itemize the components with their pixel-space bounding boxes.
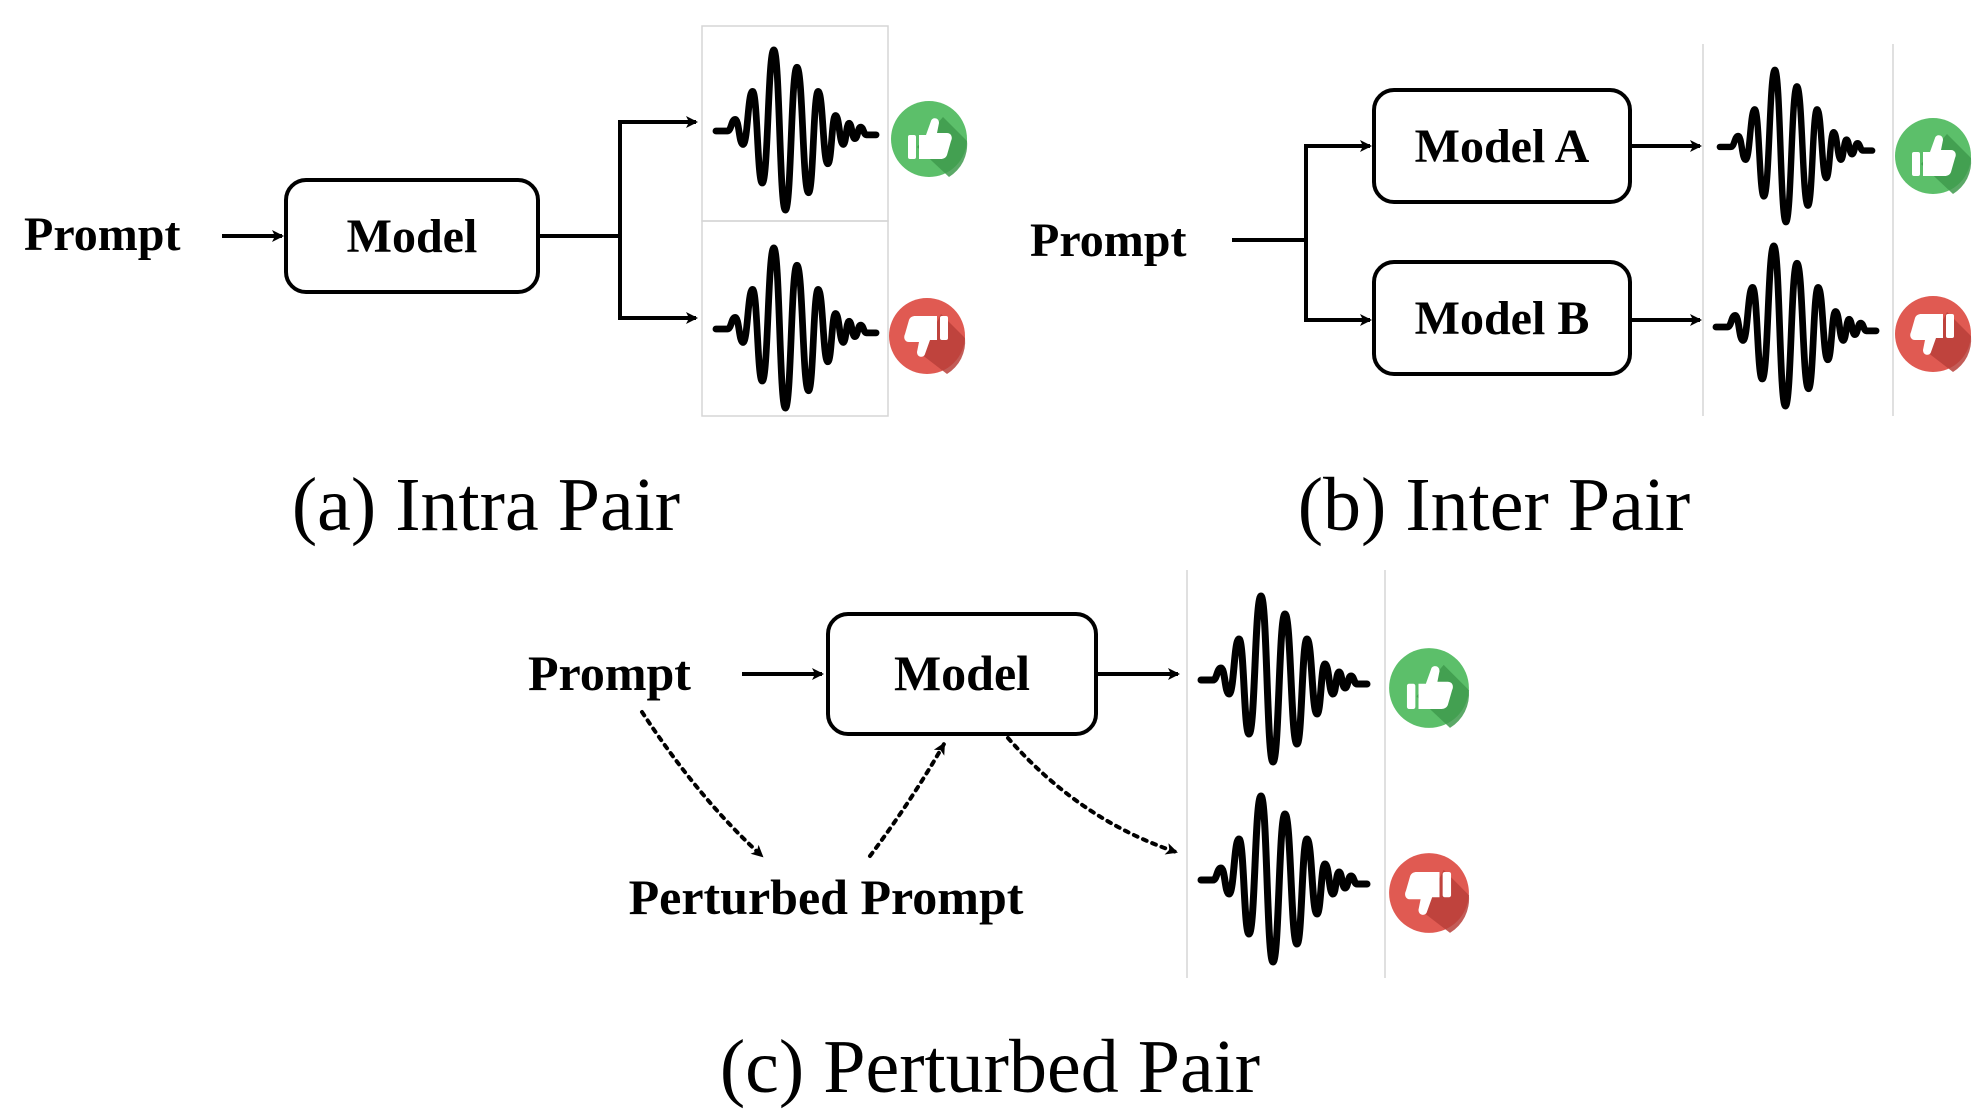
model-a-label: Model A (1415, 120, 1590, 173)
arrow-to-winning-output (538, 116, 698, 238)
audio-waveform-icon (1716, 246, 1876, 406)
thumbs-down-icon (889, 298, 966, 374)
arrow-to-model-b (1304, 240, 1372, 326)
dotted-arrow-perturbed-to-model (868, 742, 946, 858)
panel-perturbed-pair: Prompt Model Perturbed Prompt (c) Pertur… (528, 570, 1470, 1109)
perturbed-prompt-label: Perturbed Prompt (629, 869, 1024, 925)
arrow-to-model-a (1304, 140, 1372, 240)
audio-waveform-icon (1201, 596, 1367, 762)
audio-waveform-icon (1720, 70, 1872, 222)
model-label: Model (894, 645, 1030, 701)
prompt-label: Prompt (24, 208, 180, 261)
thumbs-up-icon (891, 101, 968, 177)
panel-intra-pair: Prompt Model (a) Intra Pair (24, 25, 968, 547)
caption-inter-pair: (b) Inter Pair (1298, 463, 1691, 547)
audio-waveform-icon (716, 248, 876, 408)
arrow-to-losing-output (618, 236, 698, 324)
caption-intra-pair: (a) Intra Pair (292, 463, 680, 547)
model-b-label: Model B (1415, 292, 1590, 345)
caption-perturbed-pair: (c) Perturbed Pair (720, 1025, 1260, 1109)
thumbs-up-icon (1389, 648, 1470, 728)
thumbs-down-icon (1389, 853, 1470, 933)
audio-waveform-icon (1201, 796, 1367, 962)
dotted-arrow-model-to-losing-output (1006, 736, 1178, 855)
output-frame-bottom (701, 220, 889, 417)
model-label: Model (347, 210, 478, 263)
thumbs-up-icon (1895, 118, 1972, 194)
dotted-arrow-prompt-to-perturbed (640, 710, 764, 858)
prompt-label: Prompt (528, 645, 691, 701)
thumbs-down-icon (1895, 296, 1972, 372)
prompt-label: Prompt (1030, 214, 1186, 267)
audio-waveform-icon (716, 50, 876, 210)
panel-inter-pair: Prompt Model A Model B (b) Inter Pair (1030, 44, 1972, 547)
